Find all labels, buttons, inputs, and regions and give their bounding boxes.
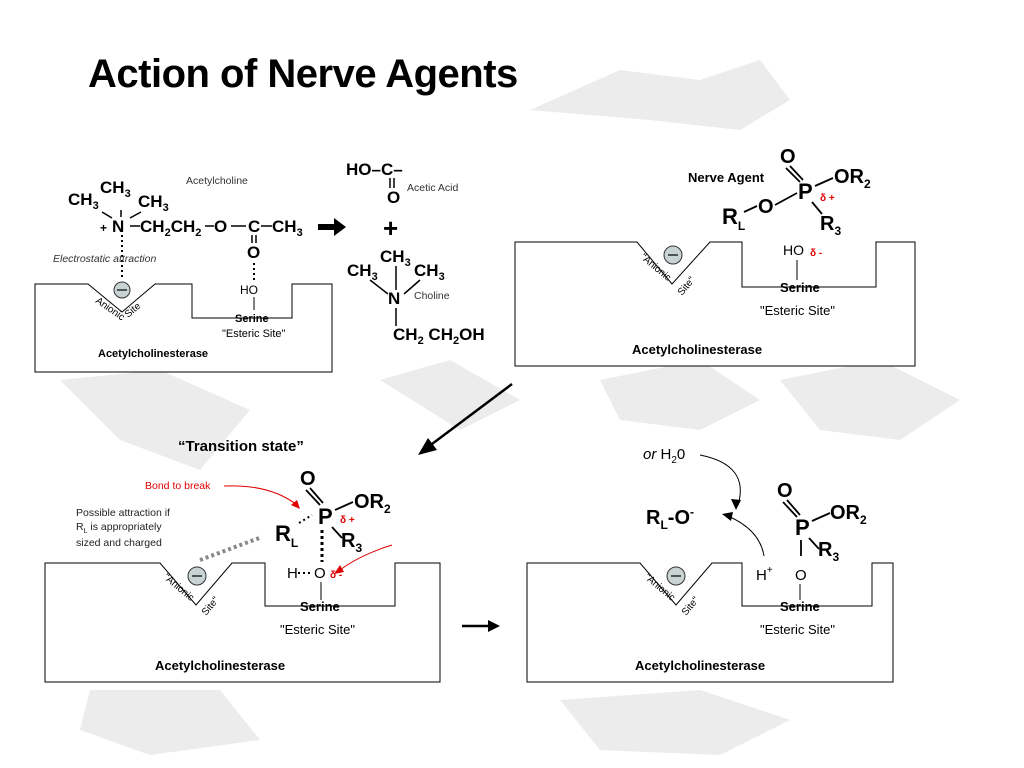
serine-label: Serine <box>235 313 269 325</box>
bond-to-break-label: Bond to break <box>145 480 211 492</box>
svg-text:C: C <box>248 217 260 236</box>
svg-text:R3: R3 <box>818 539 839 564</box>
nerve-agent-label: Nerve Agent <box>688 170 765 185</box>
svg-text:P: P <box>795 515 810 540</box>
svg-text:CH2 CH2OH: CH2 CH2OH <box>393 325 485 347</box>
svg-text:O: O <box>247 243 260 262</box>
svg-text:"Esteric Site": "Esteric Site" <box>760 622 835 637</box>
svg-text:RL-O-: RL-O- <box>646 505 694 532</box>
svg-text:N: N <box>388 289 400 308</box>
svg-text:RL: RL <box>722 204 745 233</box>
acetylcholine-molecule: CH3 CH3 CH3 + N CH2CH2 O C CH3 O <box>68 178 303 262</box>
svg-text:Serine: Serine <box>780 280 820 295</box>
esteric-label: "Esteric Site" <box>222 328 286 340</box>
svg-text:H+: H+ <box>756 565 773 584</box>
svg-text:CH3: CH3 <box>272 217 303 239</box>
enzyme-outline-4 <box>526 562 894 683</box>
svg-text:N: N <box>112 217 124 236</box>
reaction-arrow <box>318 218 346 236</box>
svg-text:"Esteric Site": "Esteric Site" <box>280 622 355 637</box>
svg-text:O: O <box>758 196 774 218</box>
svg-text:Acetylcholinesterase: Acetylcholinesterase <box>632 342 762 357</box>
svg-text:δ -: δ - <box>810 248 822 259</box>
svg-text:Acetylcholinesterase: Acetylcholinesterase <box>155 658 285 673</box>
svg-text:δ -: δ - <box>330 570 342 581</box>
slide-title: Action of Nerve Agents <box>88 52 518 96</box>
svg-text:RL is appropriately: RL is appropriately <box>76 521 162 535</box>
enzyme-outline-3 <box>44 562 441 683</box>
svg-text:or H20: or H20 <box>643 446 685 466</box>
svg-text:OR2: OR2 <box>834 166 871 191</box>
svg-text:O: O <box>314 565 326 582</box>
svg-text:CH3: CH3 <box>380 247 411 269</box>
svg-text:+: + <box>383 213 398 243</box>
svg-text:O: O <box>214 217 227 236</box>
svg-text:CH3: CH3 <box>347 261 378 283</box>
svg-text:P: P <box>798 179 813 204</box>
svg-text:H: H <box>287 565 298 582</box>
svg-text:O: O <box>777 480 793 502</box>
transition-label: “Transition state” <box>178 438 304 455</box>
electrostatic-label: Electrostatic attraction <box>53 253 156 265</box>
enzyme-outline <box>34 283 333 373</box>
svg-text:O: O <box>780 146 796 168</box>
choline-label: Choline <box>414 290 450 302</box>
acetic-acid-label: Acetic Acid <box>407 182 459 194</box>
svg-text:HO–C–: HO–C– <box>346 160 403 179</box>
svg-text:δ +: δ + <box>340 515 355 526</box>
svg-text:O: O <box>300 468 316 490</box>
svg-text:CH3: CH3 <box>100 178 131 200</box>
svg-text:Possible attraction if: Possible attraction if <box>76 507 170 519</box>
enzyme-label: Acetylcholinesterase <box>98 348 208 360</box>
svg-text:CH2CH2: CH2CH2 <box>140 217 201 239</box>
svg-text:CH3: CH3 <box>138 192 169 214</box>
svg-text:Serine: Serine <box>300 599 340 614</box>
svg-text:P: P <box>318 504 333 529</box>
svg-text:δ +: δ + <box>820 193 835 204</box>
acetylcholine-label: Acetylcholine <box>186 175 248 187</box>
svg-text:OR2: OR2 <box>830 502 867 527</box>
ho-label: HO <box>783 242 804 258</box>
svg-text:Serine: Serine <box>780 599 820 614</box>
svg-text:R3: R3 <box>820 213 841 238</box>
svg-text:CH3: CH3 <box>414 261 445 283</box>
svg-text:O: O <box>387 188 400 207</box>
enzyme-outline-2 <box>514 241 916 367</box>
svg-text:sized and charged: sized and charged <box>76 537 162 549</box>
hydroxyl-label: HO <box>240 283 258 297</box>
products: HO–C– O + CH3 CH3 CH3 N CH2 CH2OH <box>346 160 485 347</box>
svg-text:"Esteric Site": "Esteric Site" <box>760 303 835 318</box>
svg-text:O: O <box>795 567 807 584</box>
svg-text:+: + <box>100 221 107 235</box>
svg-text:Acetylcholinesterase: Acetylcholinesterase <box>635 658 765 673</box>
svg-text:CH3: CH3 <box>68 190 99 212</box>
